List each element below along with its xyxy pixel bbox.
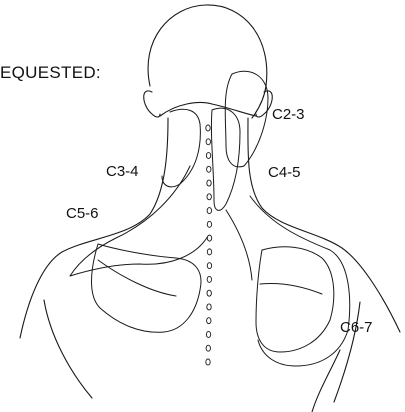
label-c2-3: C2-3	[272, 106, 305, 123]
zone-right-scapula	[256, 247, 334, 352]
head-outline	[148, 5, 267, 118]
vertebra	[207, 208, 211, 214]
vertebra	[206, 139, 210, 145]
vertebra	[206, 125, 210, 131]
vertebra	[207, 235, 211, 241]
vertebra	[207, 166, 211, 172]
vertebra	[206, 153, 210, 159]
header-text: EQUESTED:	[0, 63, 101, 82]
vertebra	[207, 263, 211, 269]
vertebra	[207, 318, 211, 324]
zone-central-back	[226, 210, 252, 280]
vertebra	[206, 359, 210, 365]
vertebra	[207, 249, 211, 255]
vertebra	[206, 345, 210, 351]
left-ear	[144, 91, 160, 117]
body-left-outline	[20, 118, 168, 338]
vertebra	[207, 276, 211, 282]
vertebra	[207, 304, 211, 310]
right-arm-outline	[334, 302, 360, 402]
label-c5-6: C5-6	[66, 205, 99, 222]
vertebra	[207, 221, 211, 227]
label-c4-5: C4-5	[268, 164, 301, 181]
zone-right-shoulder-inner	[260, 283, 322, 294]
left-arm-outline	[44, 300, 92, 398]
vertebra	[206, 331, 210, 337]
zone-c2-3-outline	[225, 71, 268, 167]
zone-left-scapula	[92, 244, 202, 332]
right-armpit-curve	[312, 350, 340, 412]
label-c6-7: C6-7	[340, 319, 373, 336]
label-c3-4: C3-4	[106, 163, 139, 180]
zone-c6-7-outline	[250, 196, 350, 366]
vertebra	[207, 194, 211, 200]
zone-left-shoulder-inner	[98, 260, 176, 296]
vertebra	[207, 180, 211, 186]
spine-vertebrae	[206, 125, 212, 365]
vertebra	[207, 290, 211, 296]
skull-base-line	[160, 103, 256, 117]
body-right-outline	[248, 118, 400, 332]
